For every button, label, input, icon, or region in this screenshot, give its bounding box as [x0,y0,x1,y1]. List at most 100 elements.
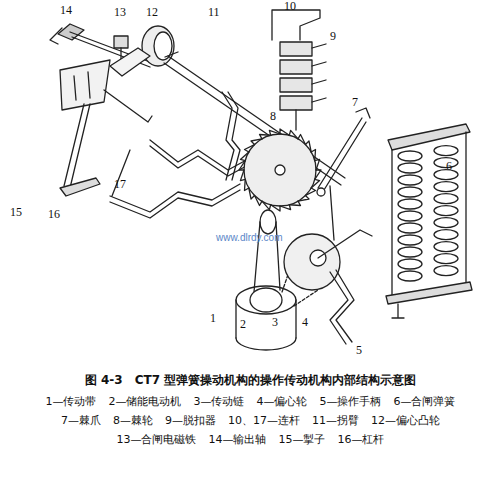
ratchet-tooth [262,201,271,209]
latch-and-lever [60,178,100,196]
main-shaft [165,52,178,57]
connecting-link [110,190,240,218]
parts-key-entry: 6—合闸弹簧 [394,396,456,408]
drive-belt [260,210,276,234]
connecting-link [110,140,250,218]
callout-number: 13 [114,6,126,19]
spring-coil [434,206,458,216]
parts-key-entry: 7—棘爪 [61,415,101,427]
parts-key-entry: 3—传动链 [194,396,245,408]
eccentric-cam [110,26,174,76]
drive-belt [254,210,280,292]
spring-coil [434,230,458,240]
ratchet-teeth [239,129,321,211]
spring-coil [398,211,422,221]
eccentric-wheel [318,230,372,258]
callout-number: 11 [208,6,220,19]
callout-number: 8 [270,110,276,123]
latch-and-lever [88,72,90,98]
latch-and-lever [70,104,90,188]
ratchet-tooth [255,195,262,205]
latch-and-lever [104,90,152,122]
spring-coil [398,259,422,269]
ratchet-tooth [251,139,262,145]
spring-coil [434,254,458,264]
ratchet-tooth [260,134,271,138]
parts-key-entry: 16—杠杆 [338,434,385,446]
energy-storage-motor [236,286,296,350]
spring-coil [398,163,422,173]
spring-coil [398,187,422,197]
ratchet-tooth [240,152,248,161]
ratchet-tooth [239,161,245,170]
parts-key-line: 7—棘爪8—棘轮9—脱扣器10、17—连杆11—拐臂12—偏心凸轮 [0,415,501,427]
spring-coil [398,199,422,209]
spring-coil [434,146,458,156]
spring-coil [398,235,422,245]
parts-key-entry: 2—储能电动机 [109,396,182,408]
callout-number: 10 [284,0,296,13]
energy-storage-motor [236,338,296,350]
spring-coil [434,182,458,192]
ratchet-tooth [298,134,305,144]
parts-key-line: 13—合闸电磁铁14—输出轴15—掣子16—杠杆 [0,434,501,446]
closing-spring [392,304,404,318]
spring-coils [398,146,458,281]
ratchet-tooth [298,195,309,201]
eccentric-wheel [284,234,340,290]
connecting-link [112,150,130,196]
latch-and-lever [60,60,110,110]
spring-coil [398,247,422,257]
callout-number: 12 [146,6,158,19]
ratchet-tooth [280,205,291,210]
ratchet-tooth [315,159,320,170]
callout-number: 5 [356,344,362,357]
parts-key-entry: 4—偏心轮 [257,396,308,408]
parts-key-entry: 1—传动带 [46,396,97,408]
eccentric-cam [142,26,174,66]
callout-number: 9 [330,30,336,43]
callout-number: 14 [60,4,72,17]
parts-key-entry: 15—掣子 [279,434,326,446]
trip-device [312,44,326,102]
pawl [317,108,370,196]
spring-coil [434,242,458,252]
pawl [317,188,325,196]
latch-and-lever [60,60,152,196]
ratchet-tooth [271,205,280,211]
parts-key-line: 1—传动带2—储能电动机3—传动链4—偏心轮5—操作手柄6—合闸弹簧 [0,396,501,408]
connecting-link [150,140,250,170]
spring-coil [398,223,422,233]
trip-device [272,10,320,40]
closing-spring [388,124,470,150]
eccentric-cam [110,48,150,76]
connecting-link [150,146,250,176]
trip-device [280,60,312,74]
ratchet-tooth [249,188,255,199]
trip-device [280,42,312,56]
callout-number: 2 [240,318,246,331]
closing-electromagnet [114,36,128,48]
parts-key-entry: 11—拐臂 [312,415,359,427]
figure-caption: 图 4-3 CT7 型弹簧操动机构的操作传动机构内部结构示意图 [85,374,416,387]
callout-number: 1 [210,312,216,325]
output-shaft [50,28,62,44]
callout-number: 3 [272,316,278,329]
spring-coil [434,194,458,204]
ratchet-tooth [240,170,245,181]
ratchet-tooth [280,129,289,135]
spring-coil [434,266,458,276]
ratchet-tooth [311,150,315,161]
closing-spring [386,282,472,304]
trip-device [272,10,326,130]
spring-coil [434,218,458,228]
parts-key-entry: 8—棘轮 [113,415,153,427]
energy-storage-motor [236,300,296,338]
operating-handle [336,270,354,342]
callout-number: 4 [302,316,308,329]
callout-number: 17 [114,178,126,191]
ratchet-wheel [239,129,321,211]
ratchet-tooth [289,130,298,138]
parts-key-entry: 14—输出轴 [209,434,267,446]
ratchet-tooth [244,179,248,190]
